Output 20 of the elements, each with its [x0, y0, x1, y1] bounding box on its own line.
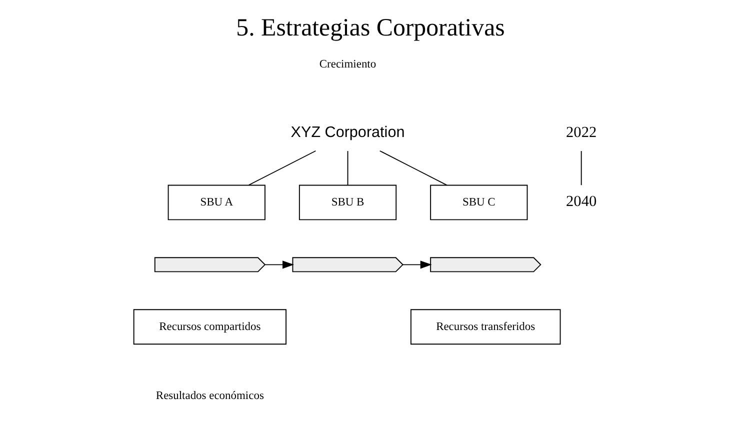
node-chevron [292, 257, 403, 272]
node-text: 2040 [566, 193, 596, 210]
node-chevron [154, 257, 266, 272]
node-text: 2022 [566, 124, 596, 142]
node-box: SBU C [430, 184, 528, 220]
connector [248, 150, 316, 186]
connector [346, 150, 348, 186]
label: Crecimiento [318, 58, 376, 71]
connector [580, 150, 582, 186]
arrow [402, 260, 432, 269]
connector [378, 150, 447, 186]
node-box: Recursos transferidos [410, 309, 560, 345]
node-box: Recursos compartidos [132, 309, 286, 345]
diagram-title: 5. Estrategias Corporativas [236, 14, 504, 42]
node-box: SBU B [298, 184, 396, 220]
arrow [264, 260, 294, 269]
node-box: SBU A [167, 184, 265, 220]
node-text: XYZ Corporation [290, 124, 404, 142]
label: Resultados económicos [155, 390, 264, 402]
node-chevron [430, 257, 541, 272]
